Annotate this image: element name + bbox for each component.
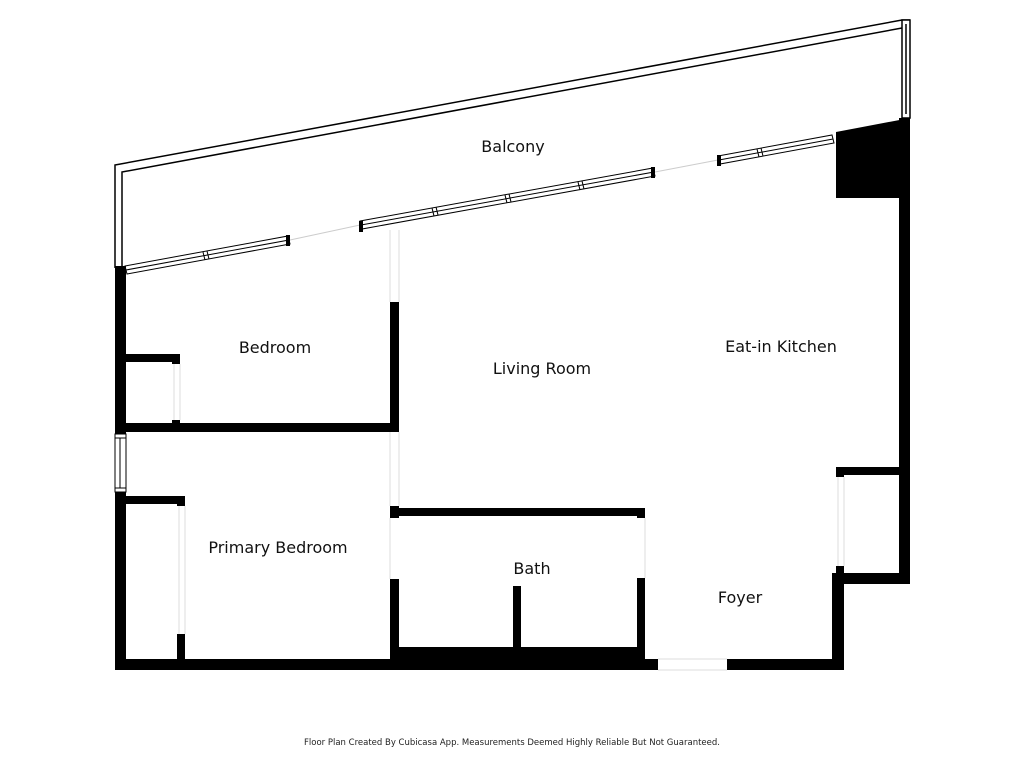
room-label-foyer: Foyer <box>718 588 763 607</box>
window-jambs <box>286 155 721 246</box>
room-label-primary-bedroom: Primary Bedroom <box>208 538 347 557</box>
room-label-living-room: Living Room <box>493 359 591 378</box>
room-label-bedroom: Bedroom <box>239 338 311 357</box>
walls <box>115 118 910 670</box>
room-label-eat-in-kitchen: Eat-in Kitchen <box>725 337 837 356</box>
room-label-bath: Bath <box>513 559 550 578</box>
balcony-railing <box>114 19 911 268</box>
door-openings <box>173 230 845 671</box>
room-label-balcony: Balcony <box>481 137 544 156</box>
side-windows <box>114 433 127 493</box>
footer-disclaimer: Floor Plan Created By Cubicasa App. Meas… <box>304 738 720 748</box>
slanted-windows <box>124 134 835 275</box>
